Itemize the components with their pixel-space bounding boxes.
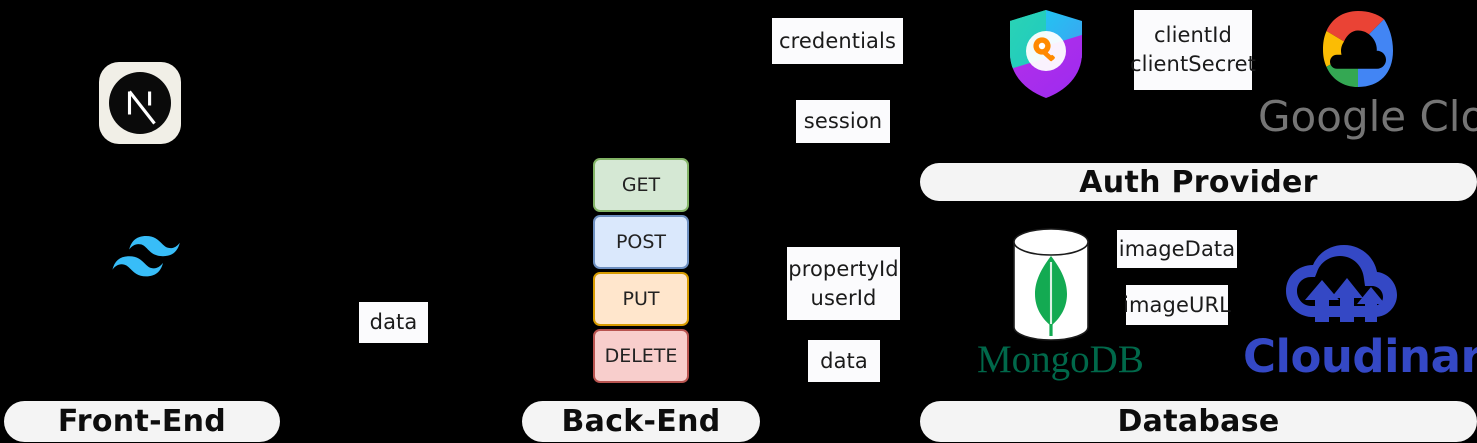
cloudinary-wordmark: Cloudinary [1243, 330, 1477, 383]
google-cloud-wordmark: Google Cloud [1258, 92, 1477, 141]
auth-chip-credentials: credentials [772, 18, 903, 64]
mongodb-wordmark: MongoDB [977, 338, 1144, 381]
database-label: Database [1117, 404, 1280, 439]
db-chip-ids: propertyId userId [787, 247, 900, 320]
mongodb-logo [1006, 228, 1096, 348]
auth-chip-session: session [796, 100, 890, 143]
db-chip-image-data: imageData [1117, 230, 1237, 268]
flow-chip-data-frontend: data [359, 302, 428, 343]
auth-provider-label: Auth Provider [1079, 164, 1318, 200]
http-method-delete: DELETE [593, 329, 689, 383]
auth-chip-client-keys: clientId clientSecret [1130, 10, 1256, 90]
nextjs-logo [99, 62, 181, 144]
section-label-database: Database [920, 401, 1477, 442]
tailwindcss-logo [100, 228, 192, 295]
cloudinary-logo [1265, 240, 1413, 343]
http-method-put: PUT [593, 272, 689, 326]
front-end-label: Front-End [57, 404, 227, 439]
http-method-get: GET [593, 158, 689, 212]
nextauth-shield-icon [1007, 8, 1085, 105]
back-end-label: Back-End [561, 404, 721, 439]
http-method-post: POST [593, 215, 689, 269]
db-chip-data: data [808, 340, 880, 382]
section-label-back-end: Back-End [522, 401, 760, 442]
section-label-auth-provider: Auth Provider [920, 163, 1477, 201]
section-label-front-end: Front-End [4, 401, 280, 442]
db-chip-image-url: imageURL [1123, 285, 1231, 325]
nextjs-mark-icon [109, 72, 171, 134]
google-cloud-logo [1295, 5, 1421, 104]
